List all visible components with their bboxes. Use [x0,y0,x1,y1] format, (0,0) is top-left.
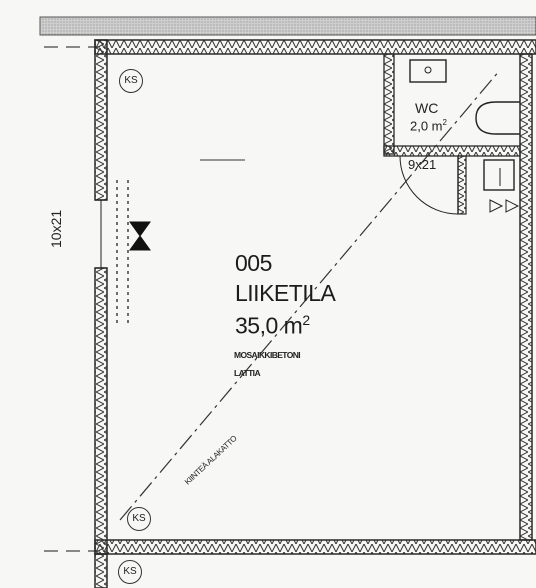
shaft-wall [457,155,467,215]
top-exterior-band [39,16,536,36]
wc-area-unit-sup: 2 [442,118,447,127]
wc-wall-left [383,53,395,155]
floor-material-line1: MOSAIKKIBETONI [234,350,301,360]
door-size-label-right: 9x21 [408,157,437,172]
wc-label: WC [415,100,439,116]
triangle-symbol-2 [505,199,520,213]
wc-area: 2,0 m2 [410,118,447,133]
sink [409,59,447,83]
wall-top [94,39,536,55]
room-area-value: 35,0 m [235,312,303,339]
ks-marker-bottom: KS [127,507,151,531]
triangle-symbol-1 [489,199,504,213]
wc-area-value: 2,0 m [410,118,443,134]
floor-material-line2: LATTIA [234,368,261,378]
door-swing-right [399,155,459,215]
room-area: 35,0 m2 [235,312,310,340]
room-name: LIIKETILA [235,280,336,306]
room-number: 005 [235,250,272,276]
room-area-unit-sup: 2 [302,312,310,328]
ks-marker-outside: KS [118,560,142,584]
wall-stub-bottom [94,553,108,588]
equipment-box [483,159,515,191]
wall-left-upper [94,39,108,201]
wall-left-lower [94,267,108,555]
hourglass-symbol [129,221,151,251]
ceiling-line [119,69,501,521]
wc-wall-bottom [383,145,521,157]
wall-right [519,53,533,541]
wall-bottom [94,539,536,555]
toilet [475,101,520,135]
ks-marker-top: KS [119,69,143,93]
sink-drain [424,66,432,74]
door-size-label-left: 10x21 [48,209,64,248]
